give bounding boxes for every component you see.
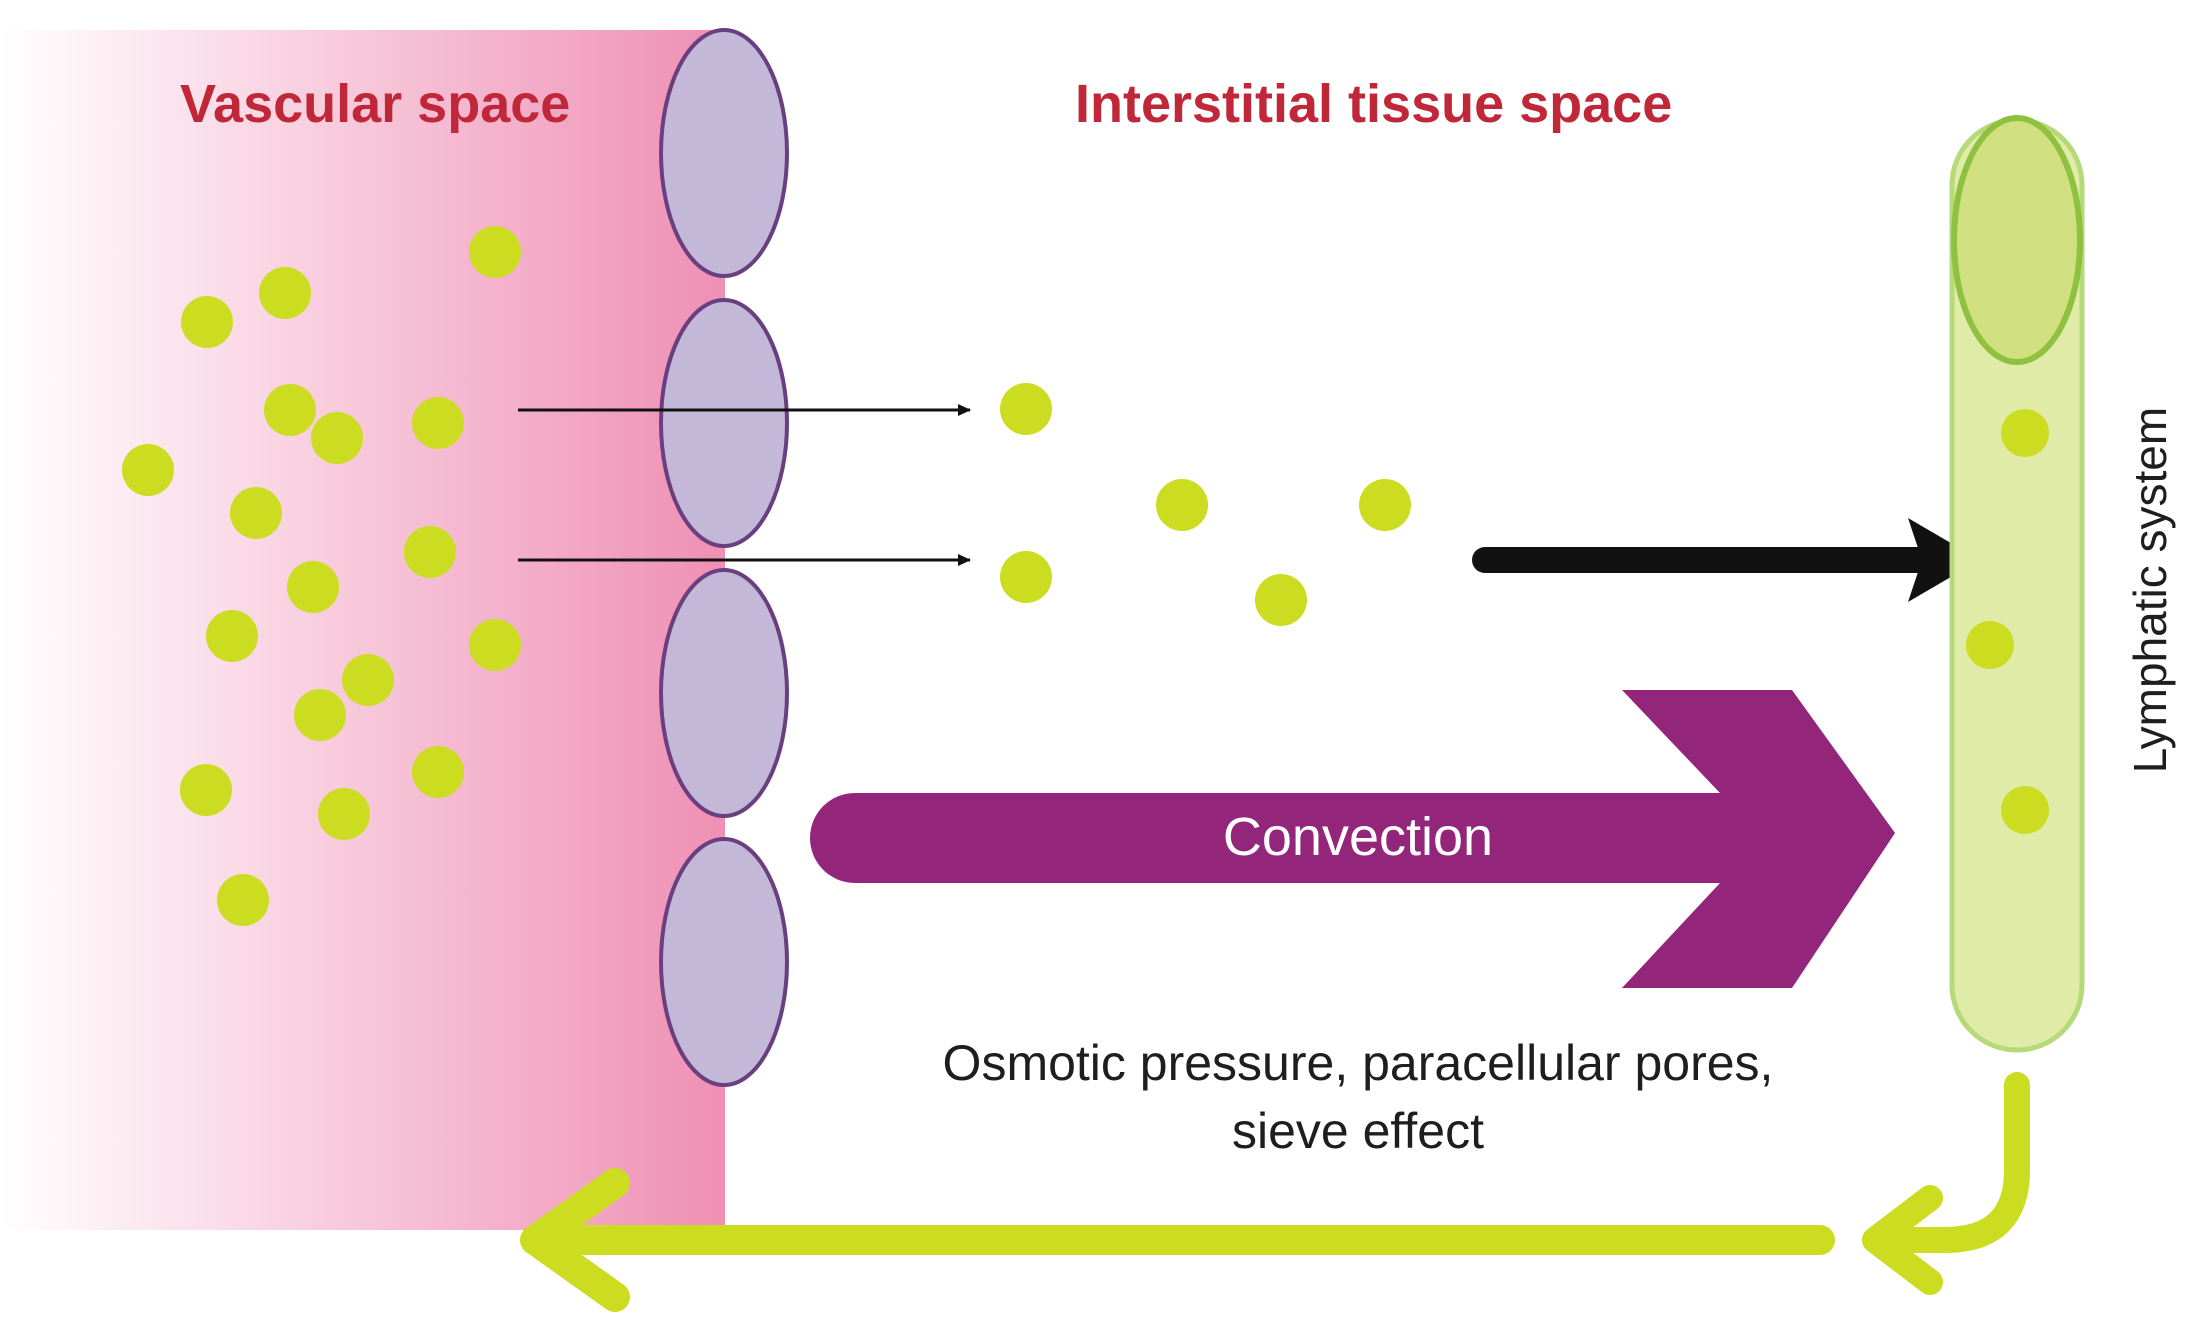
particle xyxy=(404,526,456,578)
particle xyxy=(230,487,282,539)
particle xyxy=(1156,479,1208,531)
particle xyxy=(1000,383,1052,435)
particle xyxy=(294,689,346,741)
endothelial-cell-3 xyxy=(659,568,789,818)
mechanism-caption-line1: Osmotic pressure, paracellular pores, xyxy=(943,1035,1774,1091)
particle xyxy=(318,788,370,840)
endothelial-cell-4 xyxy=(659,837,789,1087)
particle xyxy=(1359,479,1411,531)
mechanism-caption-line2: sieve effect xyxy=(1232,1103,1484,1159)
particles xyxy=(122,226,1411,926)
particle xyxy=(1966,621,2014,669)
endothelial-cell-2 xyxy=(659,298,789,548)
particle xyxy=(122,444,174,496)
convection-label: Convection xyxy=(1223,807,1493,867)
particle xyxy=(2001,409,2049,457)
particle xyxy=(217,874,269,926)
vascular-space-title: Vascular space xyxy=(180,74,570,134)
lymphatic-system-label: Lymphatic system xyxy=(2124,407,2176,773)
lymphatic-vessel xyxy=(1949,115,2085,1053)
endothelial-cell-1 xyxy=(659,28,789,278)
particle xyxy=(287,561,339,613)
particle xyxy=(311,412,363,464)
convection-arrow: Convection xyxy=(810,690,1895,988)
vascular-space-region xyxy=(0,30,725,1230)
particle xyxy=(469,226,521,278)
particle xyxy=(206,610,258,662)
particle xyxy=(342,654,394,706)
flow-to-lymph-arrow xyxy=(1472,518,1980,602)
interstitial-space-title: Interstitial tissue space xyxy=(1075,74,1672,134)
particle xyxy=(264,384,316,436)
return-flow-arrow xyxy=(520,1072,2030,1312)
particle xyxy=(180,764,232,816)
particle xyxy=(412,746,464,798)
particle xyxy=(181,296,233,348)
endothelial-cell-wall xyxy=(659,28,789,1087)
lymphatic-vessel-opening xyxy=(1951,115,2083,365)
particle xyxy=(469,619,521,671)
particle xyxy=(1000,551,1052,603)
particle xyxy=(412,397,464,449)
particle xyxy=(259,267,311,319)
particle xyxy=(1255,574,1307,626)
particle xyxy=(2001,786,2049,834)
